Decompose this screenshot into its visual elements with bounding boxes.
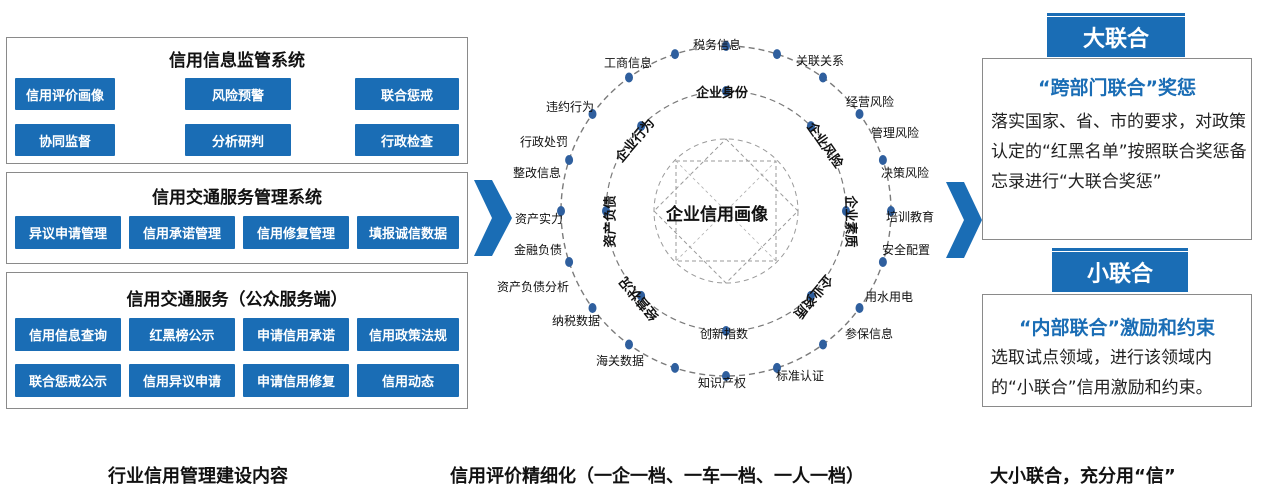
outer-dot — [819, 72, 827, 83]
btn-credit-query[interactable]: 信用信息查询 — [15, 318, 121, 351]
segment-assets: 资产负债 — [603, 195, 619, 248]
tag-big-union: 大联合 — [1047, 13, 1185, 57]
caption-left: 行业信用管理建设内容 — [108, 466, 288, 487]
panel-public-service: 信用交通服务（公众服务端） 信用信息查询 红黑榜公示 申请信用承诺 信用政策法规… — [6, 272, 468, 409]
middle-dot — [722, 86, 730, 96]
credit-portrait-diagram — [557, 41, 895, 381]
core-square — [675, 160, 777, 262]
outer-dot — [855, 303, 864, 313]
middle-dot — [806, 121, 815, 132]
middle-dot — [637, 121, 646, 132]
box-small-union: “内部联合”激励和约束 选取试点领域，进行该领域内的“小联合”信用激励和约束。 — [982, 294, 1252, 407]
btn-red-black-list[interactable]: 红黑榜公示 — [129, 318, 235, 351]
caption-center: 信用评价精细化（一企一档、一车一档、一人一档） — [450, 466, 864, 487]
btn-cooperative-supervision[interactable]: 协同监督 — [15, 124, 115, 156]
btn-punishment-publicity[interactable]: 联合惩戒公示 — [15, 364, 121, 397]
segment-innovation: 创新指数 — [700, 327, 749, 341]
label-training: 培训教育 — [886, 210, 935, 224]
btn-fill-integrity-data[interactable]: 填报诚信数据 — [357, 216, 459, 249]
chevron-right-icon — [474, 180, 512, 256]
btn-objection-management[interactable]: 异议申请管理 — [15, 216, 121, 249]
outer-dot — [773, 362, 781, 373]
big-union-title: “跨部门联合”奖惩 — [1038, 77, 1196, 99]
panel-title: 信用交通服务（公众服务端） — [126, 290, 348, 310]
caption-right: 大小联合，充分用“信” — [990, 466, 1176, 487]
label-utility: 用水用电 — [865, 290, 914, 304]
small-union-text: 选取试点领域，进行该领域内的“小联合”信用激励和约束。 — [991, 348, 1213, 398]
outer-dot — [671, 49, 679, 60]
outer-dot — [588, 303, 597, 313]
label-customs: 海关数据 — [596, 354, 645, 368]
middle-dot — [637, 290, 646, 301]
btn-joint-punishment[interactable]: 联合惩戒 — [355, 78, 459, 110]
label-related: 关联关系 — [796, 54, 845, 68]
label-mgmt-risk: 管理风险 — [871, 126, 920, 140]
outer-dot — [878, 155, 887, 165]
small-union-title: “内部联合”激励和约束 — [1019, 317, 1215, 339]
btn-repair-management[interactable]: 信用修复管理 — [243, 216, 349, 249]
outer-dot — [625, 72, 633, 83]
label-rectify: 整改信息 — [513, 166, 562, 180]
panel-credit-supervision: 信用信息监管系统 信用评价画像 风险预警 联合惩戒 协同监督 分析研判 行政检查 — [6, 37, 468, 164]
label-insurance: 参保信息 — [845, 327, 894, 341]
middle-dot — [722, 326, 730, 336]
tag-small-union: 小联合 — [1052, 248, 1188, 292]
middle-dot — [806, 290, 815, 301]
btn-policy-regulations[interactable]: 信用政策法规 — [357, 318, 459, 351]
panel-title: 信用信息监管系统 — [169, 51, 305, 71]
outer-dot — [887, 206, 895, 216]
label-op-risk: 经营风险 — [846, 95, 895, 109]
big-union-text: 落实国家、省、市的要求，对政策认定的“红黑名单”按照联合奖惩备忘录进行“大联合奖… — [991, 112, 1247, 192]
middle-dot — [842, 206, 850, 216]
label-safety: 安全配置 — [882, 243, 931, 257]
box-big-union: “跨部门联合”奖惩 落实国家、省、市的要求，对政策认定的“红黑名单”按照联合奖惩… — [982, 58, 1252, 240]
segment-identity: 企业身份 — [696, 86, 749, 101]
panel-credit-service-management: 信用交通服务管理系统 异议申请管理 信用承诺管理 信用修复管理 填报诚信数据 — [6, 172, 468, 264]
outer-dot — [878, 257, 887, 267]
label-balance: 资产负债分析 — [497, 280, 570, 294]
label-penalty: 行政处罚 — [520, 135, 569, 149]
label-tax-data: 纳税数据 — [552, 314, 601, 328]
outer-dot — [819, 339, 827, 350]
btn-risk-warning[interactable]: 风险预警 — [185, 78, 291, 110]
label-tax: 税务信息 — [693, 38, 742, 52]
label-business: 工商信息 — [604, 56, 653, 70]
outer-dot — [565, 257, 574, 267]
label-ip: 知识产权 — [698, 376, 747, 390]
btn-apply-repair[interactable]: 申请信用修复 — [243, 364, 349, 397]
btn-credit-portrait[interactable]: 信用评价画像 — [15, 78, 115, 110]
btn-analysis[interactable]: 分析研判 — [185, 124, 291, 156]
btn-admin-inspection[interactable]: 行政检查 — [355, 124, 459, 156]
label-decision-risk: 决策风险 — [881, 166, 930, 180]
outer-dot — [855, 109, 864, 119]
btn-apply-commitment[interactable]: 申请信用承诺 — [243, 318, 349, 351]
outer-dot — [671, 362, 679, 373]
outer-dot — [773, 49, 781, 60]
label-standard: 标准认证 — [776, 369, 825, 383]
segment-quality: 企业素质 — [842, 195, 858, 248]
btn-credit-news[interactable]: 信用动态 — [357, 364, 459, 397]
outer-dot — [722, 41, 730, 51]
panel-title: 信用交通服务管理系统 — [152, 188, 322, 208]
outer-dot — [588, 109, 597, 119]
label-assets: 资产实力 — [515, 212, 564, 226]
middle-dot — [602, 206, 610, 216]
btn-commitment-management[interactable]: 信用承诺管理 — [129, 216, 235, 249]
chevron-right-icon — [946, 182, 982, 258]
label-violation: 违约行为 — [546, 100, 595, 114]
outer-dot — [625, 339, 633, 350]
outer-dot — [557, 206, 565, 216]
core-label: 企业信用画像 — [666, 205, 768, 225]
core-diamond — [653, 138, 799, 284]
dots — [557, 41, 895, 381]
outer-dot — [722, 371, 730, 381]
label-finance-debt: 金融负债 — [514, 243, 563, 257]
outer-dot — [565, 155, 574, 165]
btn-objection-apply[interactable]: 信用异议申请 — [129, 364, 235, 397]
